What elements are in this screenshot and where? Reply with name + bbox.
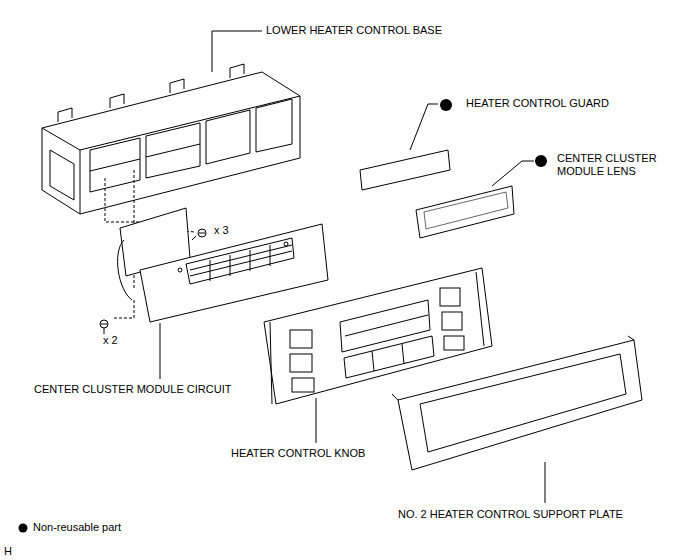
non-reusable-symbol [19,524,28,533]
lower-heater-control-base [90,159,140,171]
heater-control-knob [270,322,272,404]
lower-heater-control-base [170,79,184,93]
leader-line [410,104,438,150]
lower-heater-control-base [90,138,140,192]
part-label: LOWER HEATER CONTROL BASE [266,24,442,37]
lower-heater-control-base [206,110,250,164]
screw-symbol [100,320,108,328]
center-cluster-module-circuit [250,250,251,271]
heater-control-knob [264,268,492,404]
center-cluster-module-circuit [210,260,211,281]
no-2-heater-control-support-plate [392,394,398,400]
lower-heater-control-base [146,144,200,157]
heater-control-guard [360,150,450,190]
no-2-heater-control-support-plate [420,354,626,452]
lower-heater-control-base [50,150,74,200]
center-cluster-module-lens [416,186,514,238]
non-reusable-symbol [440,99,452,111]
heater-control-knob [372,351,374,371]
part-label: HEATER CONTROL GUARD [466,97,609,110]
lower-heater-control-base [42,64,300,214]
heater-control-knob [292,378,314,392]
lower-heater-control-base [110,94,124,108]
heater-control-knob [344,336,434,378]
center-cluster-module-circuit [118,208,328,322]
alignment-line [112,300,134,318]
leader-line [160,323,161,379]
leader-line [316,398,317,443]
part-label: CENTER CLUSTER MODULE CIRCUIT [34,383,231,396]
lower-heater-control-base [58,108,72,122]
no-2-heater-control-support-plate [392,336,642,470]
center-cluster-module-circuit [186,238,294,284]
non-reusable-symbol [19,99,548,533]
center-cluster-module-circuit [270,245,271,266]
screw-symbol [101,324,107,325]
heater-control-knob [442,312,462,330]
center-cluster-module-circuit [118,240,132,300]
center-cluster-module-circuit [178,268,182,272]
legend-text: Non-reusable part [33,521,121,534]
center-cluster-module-circuit [230,255,231,276]
lower-heater-control-base [42,96,300,150]
heater-control-knob [402,344,404,364]
heater-control-knob [290,330,312,348]
non-reusable-symbol [535,155,547,167]
center-cluster-module-circuit [190,245,292,270]
heater-control-knob [264,268,492,404]
leader-line [492,161,534,186]
lower-heater-control-base [230,64,244,78]
part-label: x 3 [214,224,229,237]
heater-control-knob [444,336,464,350]
lower-heater-control-base [80,150,81,214]
center-cluster-module-lens [416,186,514,238]
lower-heater-control-base [256,99,292,152]
heater-control-knob [345,315,428,336]
heater-control-knob [290,354,312,372]
heater-control-knob [476,272,484,346]
heater-control-knob [440,288,460,306]
center-cluster-module-lens [424,192,508,229]
screw-symbol [192,236,196,240]
screw-symbol [104,328,105,334]
part-label: NO. 2 HEATER CONTROL SUPPORT PLATE [398,508,623,521]
part-label: CENTER CLUSTER MODULE LENS [557,152,675,178]
center-cluster-module-circuit [190,251,292,276]
heater-control-guard [360,150,450,190]
heater-control-knob [340,300,430,352]
leader-line [545,462,546,503]
no-2-heater-control-support-plate [628,336,634,340]
lower-heater-control-base [146,123,200,178]
no-2-heater-control-support-plate [398,340,642,470]
leader-line [212,31,262,72]
screw-symbol [198,229,206,237]
part-label: x 2 [103,334,118,347]
screw-symbol [199,233,205,234]
lower-heater-control-base [42,72,300,214]
center-cluster-module-circuit [140,224,328,322]
part-label: HEATER CONTROL KNOB [231,447,365,460]
alignment-line [105,178,150,222]
center-cluster-module-circuit [284,242,288,246]
screw-symbol [100,229,206,334]
part-label: H [4,545,12,558]
